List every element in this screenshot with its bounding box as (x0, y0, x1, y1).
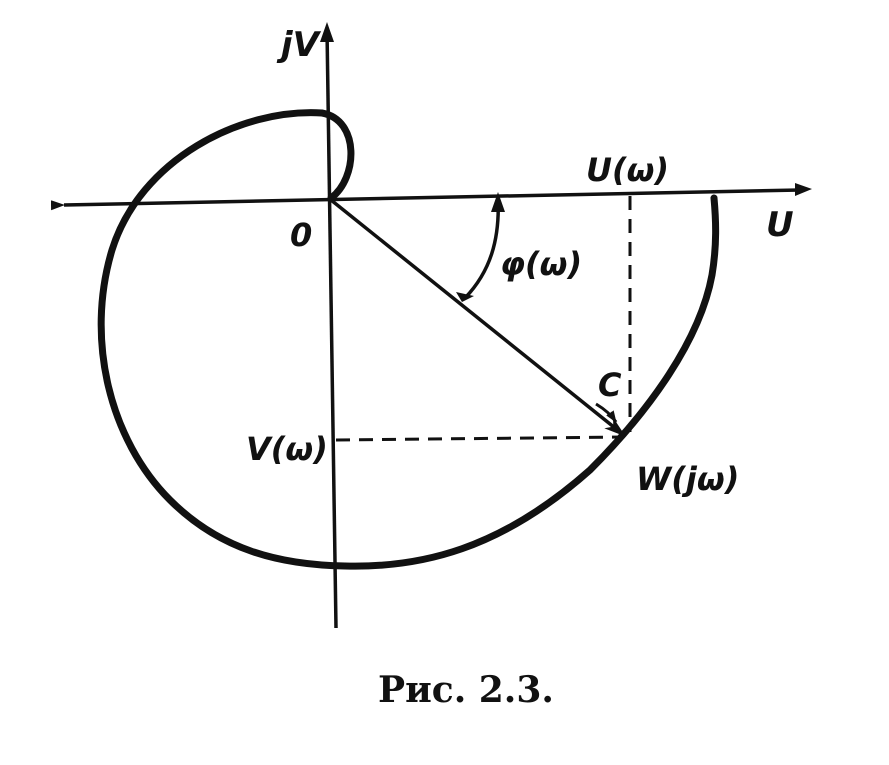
origin-label: 0 (290, 216, 312, 254)
real-axis-right-arrow (795, 183, 812, 196)
real-axis-label: U (766, 205, 794, 245)
hodograph-curve (97, 109, 720, 570)
imag-axis-label: jV (276, 25, 322, 65)
c-arrow (595, 402, 618, 423)
phase-label: φ(ω) (500, 245, 582, 283)
imaginary-axis-arrow (320, 22, 334, 42)
phase-arc (463, 197, 500, 300)
v-projection-dashed (335, 435, 625, 442)
phase-arc-arrow-top (491, 192, 505, 212)
v-omega-label: V(ω) (246, 430, 328, 468)
real-axis (50, 188, 801, 211)
u-omega-label: U(ω) (586, 151, 669, 189)
imaginary-axis (325, 29, 338, 629)
w-point-label: W(jω) (636, 460, 739, 498)
phase-arc-arrow-bottom (456, 292, 474, 302)
w-vector (329, 198, 627, 438)
point-c-label: C (598, 366, 622, 404)
figure-caption: Рис. 2.3. (378, 669, 554, 711)
